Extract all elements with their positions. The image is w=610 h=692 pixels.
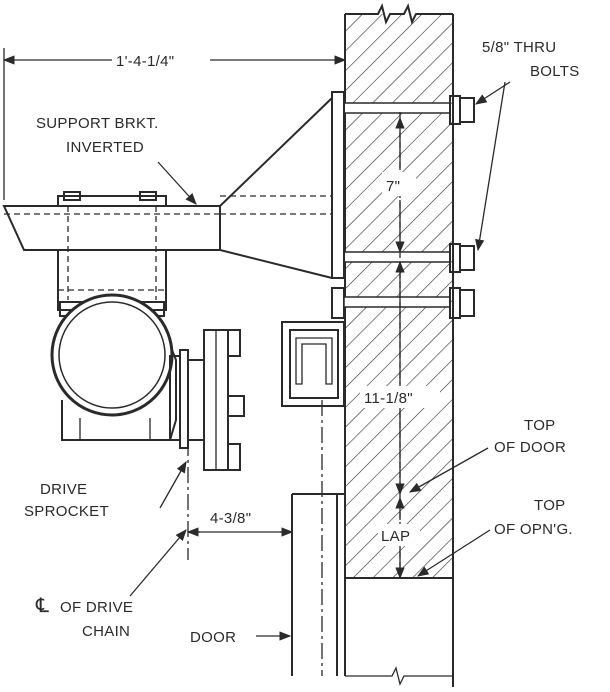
overall-width-label: 1'-4-1/4" <box>116 53 174 70</box>
top-of-opening-label-2: OF OPN'G. <box>494 521 573 538</box>
top-of-door-label-2: OF DOOR <box>494 439 566 456</box>
bolt-spacing-lower-label: 11-1/8" <box>364 390 413 407</box>
top-of-opening-label-1: TOP <box>534 497 565 514</box>
door-track <box>281 321 345 407</box>
bolt-size-label: 5/8" THRU <box>482 39 556 56</box>
lap-label: LAP <box>381 528 410 545</box>
drive-sprocket <box>169 329 245 471</box>
support-bracket-label-2: INVERTED <box>66 139 144 156</box>
drive-sprocket-label-2: SPROCKET <box>24 503 109 520</box>
motor-unit <box>50 191 177 441</box>
offset-label: 4-3/8" <box>210 510 251 527</box>
drive-sprocket-label-1: DRIVE <box>40 481 87 498</box>
bolt-spacing-upper-label: 7" <box>386 178 400 195</box>
top-of-door-label-1: TOP <box>524 417 555 434</box>
door-panel <box>291 493 345 676</box>
centerline-label-2: CHAIN <box>82 623 130 640</box>
centerline-label-1: OF DRIVE <box>60 599 133 616</box>
door-label: DOOR <box>190 629 236 646</box>
support-bracket-label-1: SUPPORT BRKT. <box>36 115 159 132</box>
centerline-symbol: ℄ <box>35 595 49 617</box>
dimension-overall-width <box>2 48 347 200</box>
bolts-label: BOLTS <box>530 63 580 80</box>
